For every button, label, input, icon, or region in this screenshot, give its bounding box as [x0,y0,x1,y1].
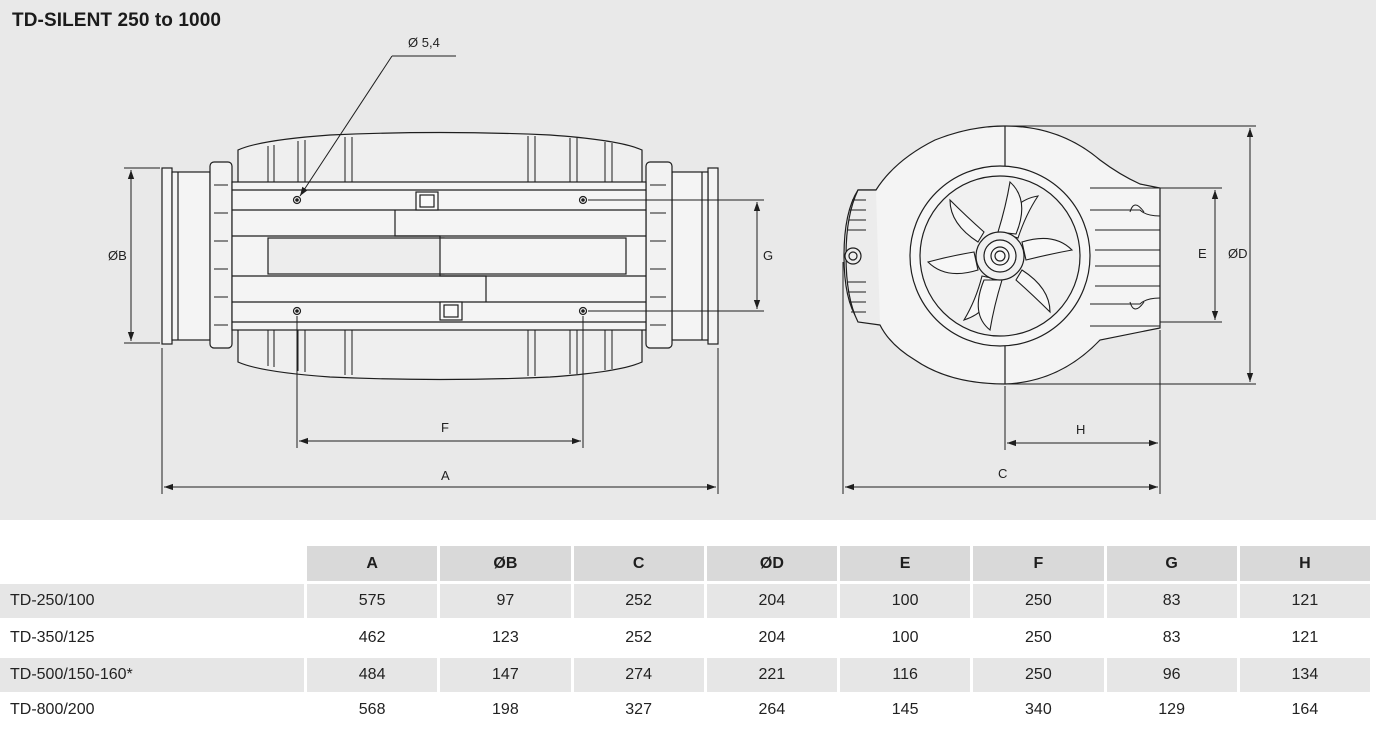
dimensions-table: A ØB C ØD E F G H TD-250/100 575 97 252 … [0,543,1373,728]
model-cell: TD-350/125 [0,621,304,655]
table-cell: 100 [840,584,971,618]
model-cell: TD-800/200 [0,695,304,725]
table-cell: 97 [440,584,571,618]
table-header-empty [0,546,304,581]
table-cell: 123 [440,621,571,655]
table-cell: 221 [706,658,837,692]
table-cell: 204 [706,621,837,655]
table-row: TD-350/125 462 123 252 204 100 250 83 12… [0,621,1370,655]
side-view [161,131,719,381]
table-cell: 274 [573,658,704,692]
table-cell: 250 [973,621,1104,655]
table-cell: 250 [973,658,1104,692]
table-header: F [973,546,1104,581]
table-cell: 568 [307,695,438,725]
dim-label-g: G [763,248,773,263]
table-cell: 204 [706,584,837,618]
table-cell: 327 [573,695,704,725]
table-cell: 100 [840,621,971,655]
table-cell: 121 [1239,621,1370,655]
dim-label-d: ØD [1228,246,1248,261]
dim-label-h: H [1076,422,1085,437]
table-cell: 198 [440,695,571,725]
table-row: TD-500/150-160* 484 147 274 221 116 250 … [0,658,1370,692]
front-view [843,125,1161,385]
table-cell: 164 [1239,695,1370,725]
dim-label-a: A [441,468,450,483]
table-cell: 134 [1239,658,1370,692]
table-cell: 575 [307,584,438,618]
table-header: E [840,546,971,581]
table-cell: 264 [706,695,837,725]
table-cell: 96 [1106,658,1237,692]
table-cell: 147 [440,658,571,692]
model-cell: TD-250/100 [0,584,304,618]
table-cell: 252 [573,584,704,618]
dim-label-f: F [441,420,449,435]
table-header: C [573,546,704,581]
side-view-dimensions [124,55,764,494]
table-cell: 83 [1106,621,1237,655]
table-row: TD-800/200 568 198 327 264 145 340 129 1… [0,695,1370,725]
table-header: H [1239,546,1370,581]
table-cell: 145 [840,695,971,725]
table-header-row: A ØB C ØD E F G H [0,546,1370,581]
table-cell: 484 [307,658,438,692]
table-cell: 83 [1106,584,1237,618]
page-title: TD-SILENT 250 to 1000 [12,10,222,31]
table-cell: 129 [1106,695,1237,725]
table-cell: 462 [307,621,438,655]
dim-label-c: C [998,466,1007,481]
table-header: ØD [706,546,837,581]
front-view-dimensions [842,125,1256,494]
dim-label-b: ØB [108,248,127,263]
table-cell: 252 [573,621,704,655]
table-cell: 340 [973,695,1104,725]
table-cell: 121 [1239,584,1370,618]
technical-drawing: Ø 5,4 ØB G F A E ØD H C [108,35,1256,494]
table-header: G [1106,546,1237,581]
table-row: TD-250/100 575 97 252 204 100 250 83 121 [0,584,1370,618]
table-header: ØB [440,546,571,581]
table-header: A [307,546,438,581]
table-cell: 116 [840,658,971,692]
model-cell: TD-500/150-160* [0,658,304,692]
table-cell: 250 [973,584,1104,618]
dim-label-e: E [1198,246,1207,261]
hole-diameter-label: Ø 5,4 [408,35,440,50]
